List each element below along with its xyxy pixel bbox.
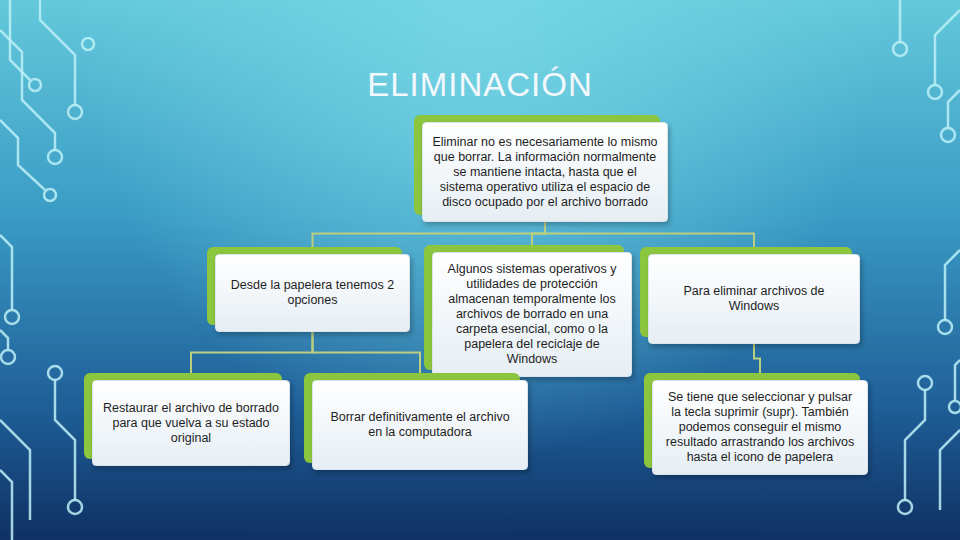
tree-connector (532, 222, 545, 245)
box-text: Borrar definitivamente el archivo en la … (322, 410, 518, 440)
process-box: Para eliminar archivos de Windows (648, 254, 860, 344)
diagram-title: ELIMINACIÓN (0, 66, 960, 104)
tree-connector (545, 222, 754, 247)
process-box: Eliminar no es necesariamente lo mismo q… (422, 122, 668, 222)
box-text: Algunos sistemas operativos y utilidades… (442, 262, 622, 367)
tree-connector (754, 344, 760, 373)
process-box: Restaurar el archivo de borrado para que… (92, 380, 290, 466)
process-box: Algunos sistemas operativos y utilidades… (432, 252, 632, 377)
box-text: Eliminar no es necesariamente lo mismo q… (432, 135, 658, 210)
box-text: Desde la papelera tenemos 2 opciones (225, 278, 400, 308)
process-box: Desde la papelera tenemos 2 opciones (215, 254, 410, 332)
process-box: Se tiene que seleccionar y pulsar la tec… (652, 380, 868, 475)
tree-connector (191, 332, 313, 373)
box-text: Se tiene que seleccionar y pulsar la tec… (662, 390, 858, 465)
process-box: Borrar definitivamente el archivo en la … (312, 380, 528, 470)
box-text: Para eliminar archivos de Windows (658, 284, 850, 314)
tree-connector (313, 222, 546, 247)
tree-connector (313, 332, 421, 373)
box-text: Restaurar el archivo de borrado para que… (102, 401, 280, 446)
circuit-pads (1, 38, 960, 514)
